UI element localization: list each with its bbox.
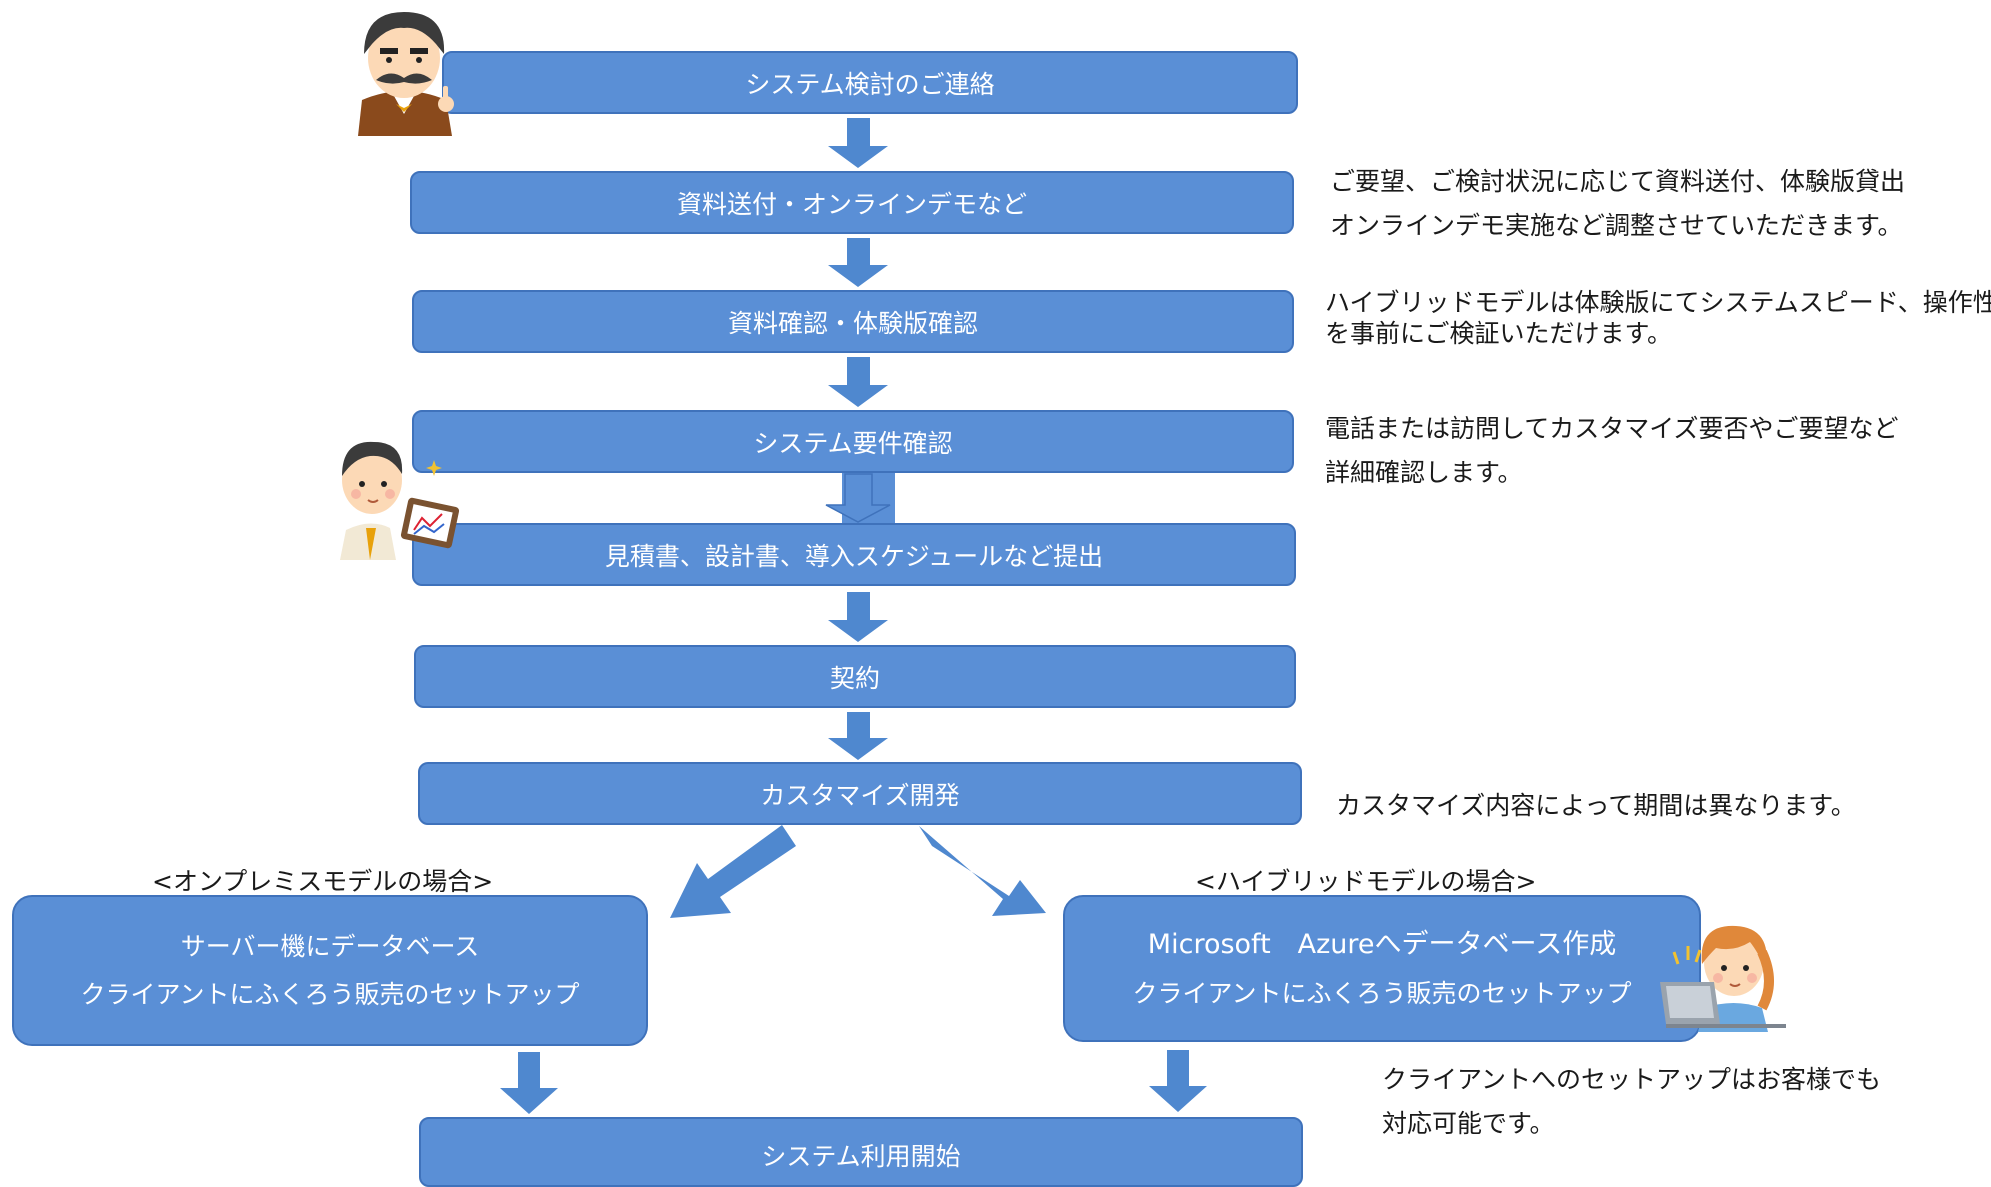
note-review-line2: を事前にご検証いただけます。 xyxy=(1325,319,1673,349)
hybrid-caption: <ハイブリッドモデルの場合> xyxy=(1195,867,1537,896)
step-contact: システム検討のご連絡 xyxy=(442,51,1298,114)
arrow-down-5 xyxy=(828,712,888,760)
note-requirements-line2: 詳細確認します。 xyxy=(1325,457,1523,487)
arrow-diag-left xyxy=(670,825,796,918)
mustache-man-icon xyxy=(358,12,454,136)
arrow-down-1 xyxy=(828,118,888,168)
step-start-label: システム利用開始 xyxy=(761,1142,961,1171)
step-materials: 資料送付・オンラインデモなど xyxy=(410,171,1294,234)
arrow-down-2 xyxy=(828,238,888,287)
step-contract-label: 契約 xyxy=(829,663,880,693)
note-setup-line2: 対応可能です。 xyxy=(1382,1108,1555,1138)
step-materials-label: 資料送付・オンラインデモなど xyxy=(676,189,1027,219)
arrow-down-onprem xyxy=(500,1052,558,1114)
note-requirements-line1: 電話または訪問してカスタマイズ要否やご要望など xyxy=(1325,414,1899,443)
note-setup: クライアントへのセットアップはお客様でも 対応可能です。 xyxy=(1382,1058,1881,1146)
onprem-box: サーバー機にデータベース クライアントにふくろう販売のセットアップ xyxy=(12,895,648,1046)
arrow-down-hybrid xyxy=(1149,1050,1207,1112)
arrow-down-overlap xyxy=(825,473,891,523)
arrow-down-3 xyxy=(828,357,888,407)
woman-with-laptop-icon xyxy=(1660,925,1786,1032)
step-estimate: 見積書、設計書、導入スケジュールなど提出 xyxy=(412,523,1296,586)
step-customize: カスタマイズ開発 xyxy=(418,762,1302,825)
step-requirements-label: システム要件確認 xyxy=(753,428,953,458)
step-contract: 契約 xyxy=(414,645,1296,708)
step-customize-label: カスタマイズ開発 xyxy=(760,780,960,810)
onprem-caption: <オンプレミスモデルの場合> xyxy=(152,867,494,896)
note-materials-line1: ご要望、ご検討状況に応じて資料送付、体験版貸出 xyxy=(1330,167,1906,196)
arrow-diag-right xyxy=(919,826,1046,916)
note-review: ハイブリッドモデルは体験版にてシステムスピード、操作性 を事前にご検証いただけま… xyxy=(1325,287,1991,350)
man-with-tablet-icon xyxy=(340,441,460,560)
step-requirements: システム要件確認 xyxy=(412,410,1294,473)
note-materials-line2: オンラインデモ実施など調整させていただきます。 xyxy=(1330,210,1903,240)
step-review: 資料確認・体験版確認 xyxy=(412,290,1294,353)
onprem-line1: サーバー機にデータベース xyxy=(180,932,480,961)
note-review-line1: ハイブリッドモデルは体験版にてシステムスピード、操作性 xyxy=(1325,288,1991,317)
note-customize: カスタマイズ内容によって期間は異なります。 xyxy=(1336,791,1856,820)
hybrid-line2: クライアントにふくろう販売のセットアップ xyxy=(1132,979,1632,1009)
note-setup-line1: クライアントへのセットアップはお客様でも xyxy=(1382,1065,1882,1094)
hybrid-box: Microsoft Azureへデータベース作成 クライアントにふくろう販売のセ… xyxy=(1063,895,1701,1042)
step-contact-label: システム検討のご連絡 xyxy=(745,69,995,99)
step-review-label: 資料確認・体験版確認 xyxy=(727,308,978,338)
note-requirements: 電話または訪問してカスタマイズ要否やご要望など 詳細確認します。 xyxy=(1325,407,1899,495)
step-start: システム利用開始 xyxy=(419,1117,1303,1187)
onprem-line2: クライアントにふくろう販売のセットアップ xyxy=(80,979,580,1009)
step-estimate-label: 見積書、設計書、導入スケジュールなど提出 xyxy=(604,541,1104,571)
note-materials: ご要望、ご検討状況に応じて資料送付、体験版貸出 オンラインデモ実施など調整させて… xyxy=(1330,160,1905,248)
arrow-down-4 xyxy=(828,592,888,642)
hybrid-line1: Microsoft Azureへデータベース作成 xyxy=(1147,929,1617,961)
